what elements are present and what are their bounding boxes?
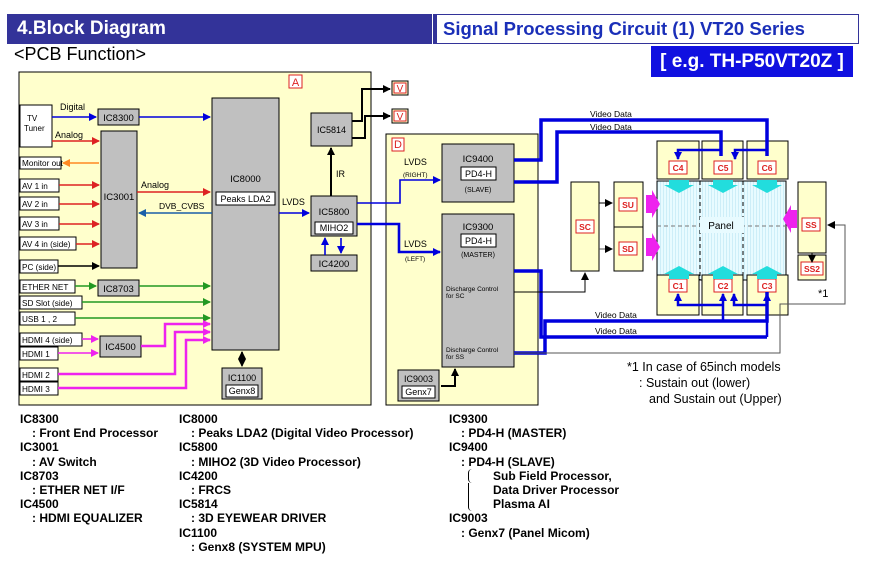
chip-ic5814 [310,112,353,147]
board-a-label: A [292,77,300,89]
svg-text:IC3001: IC3001 [104,192,135,203]
svg-text:Genx8: Genx8 [229,386,256,396]
svg-text:SD: SD [622,244,634,254]
svg-text:IC4200: IC4200 [319,259,350,270]
svg-text:MIHO2: MIHO2 [320,223,349,233]
legend-col-1: IC8300: Front End Processor IC3001: AV S… [20,412,159,526]
board-a-tag [288,74,303,89]
svg-text:Genx7: Genx7 [405,387,432,397]
svg-text:HDMI 1: HDMI 1 [22,350,50,359]
svg-text:AV 2 in: AV 2 in [22,200,48,209]
panel-area: Panel SC SU SD SS SS2 C4 C5 C6 C1 C2 C3 [570,140,827,316]
svg-text:IC9400: IC9400 [463,154,494,165]
svg-text:IC5800: IC5800 [319,207,350,218]
svg-text:(SLAVE): (SLAVE) [465,187,492,194]
svg-text:(LEFT): (LEFT) [405,256,425,263]
svg-text:C1: C1 [673,281,684,291]
svg-text:IC8300: IC8300 [103,113,134,124]
svg-text:IC8000: IC8000 [230,174,261,185]
circuit-title: Signal Processing Circuit (1) VT20 Serie… [433,14,859,44]
svg-text:(MASTER): (MASTER) [461,252,495,259]
svg-text:LVDS: LVDS [404,157,427,167]
svg-text:Peaks LDA2: Peaks LDA2 [220,194,270,204]
svg-text:C2: C2 [718,281,729,291]
tv-tuner-box [19,104,53,148]
svg-text:for SC: for SC [446,293,465,300]
svg-text:IC1100: IC1100 [228,373,256,383]
svg-text:IC5814: IC5814 [317,125,346,135]
svg-text:Video Data: Video Data [590,122,632,132]
svg-text:C4: C4 [673,163,684,173]
svg-text:Discharge Control: Discharge Control [446,347,499,354]
svg-text:AV 3 in: AV 3 in [22,220,48,229]
svg-text:SS: SS [805,220,817,230]
svg-text:SC: SC [579,222,591,232]
svg-text:Video Data: Video Data [595,310,637,320]
svg-text:IC9300: IC9300 [463,222,494,233]
inputs: TV Tuner Monitor out AV 1 in AV 2 in AV … [19,104,83,396]
svg-text:IR: IR [336,169,346,179]
example-model-badge: [ e.g. TH-P50VT20Z ] [651,46,853,77]
svg-text:Analog: Analog [141,180,169,190]
input-monitor-out [19,156,62,170]
svg-text:V: V [397,84,404,95]
svg-text:C3: C3 [762,281,773,291]
svg-text:SS2: SS2 [804,264,820,274]
svg-text:D: D [394,139,402,151]
svg-text:V: V [397,112,404,123]
chip-ic8000 [211,97,280,351]
legend-col-3: IC9300: PD4-H (MASTER) IC9400: PD4-H (SL… [449,412,620,540]
svg-text:SD Slot (side): SD Slot (side) [22,299,73,308]
svg-text:Digital: Digital [60,102,85,112]
panel-label: Panel [708,221,734,232]
svg-text:AV 4 in (side): AV 4 in (side) [22,240,71,249]
svg-text:(RIGHT): (RIGHT) [403,172,428,179]
svg-text:HDMI 2: HDMI 2 [22,371,50,380]
svg-text:Video Data: Video Data [595,326,637,336]
svg-text:Video Data: Video Data [590,109,632,119]
svg-text:C5: C5 [718,163,729,173]
section-label: <PCB Function> [14,44,147,64]
svg-text:Monitor out: Monitor out [22,159,64,168]
svg-text:USB 1 , 2: USB 1 , 2 [22,315,57,324]
svg-text:AV 1 in: AV 1 in [22,182,48,191]
legend-col-2: IC8000: Peaks LDA2 (Digital Video Proces… [179,412,414,554]
svg-text:Tuner: Tuner [24,124,45,133]
page-title: 4.Block Diagram [7,14,432,44]
chip-ic8703 [97,279,140,297]
cyan-drive-arrows [664,180,782,279]
chip-ic3001 [100,130,138,269]
footnote: *1 In case of 65inch models : Sustain ou… [627,360,782,406]
chip-ic4200 [310,254,358,272]
svg-text:for SS: for SS [446,354,465,361]
svg-text:DVB_CVBS: DVB_CVBS [159,201,205,211]
svg-text:IC4500: IC4500 [105,342,136,353]
svg-text:LVDS: LVDS [282,197,305,207]
svg-text:Discharge Control: Discharge Control [446,286,499,293]
svg-text:IC8703: IC8703 [103,284,134,295]
svg-text:HDMI 3: HDMI 3 [22,385,50,394]
svg-text:PC (side): PC (side) [22,263,56,272]
note-mark: *1 [818,288,828,300]
svg-text:TV: TV [27,114,38,123]
svg-text:HDMI 4 (side): HDMI 4 (side) [22,336,73,345]
svg-text:IC9003: IC9003 [404,374,433,384]
svg-text:ETHER NET: ETHER NET [22,283,68,292]
svg-text:PD4-H: PD4-H [465,169,492,179]
svg-text:C6: C6 [762,163,773,173]
svg-text:LVDS: LVDS [404,239,427,249]
svg-text:Analog: Analog [55,130,83,140]
magenta-sustain-arrows [646,190,797,261]
svg-text:SU: SU [622,200,634,210]
svg-text:PD4-H: PD4-H [465,236,492,246]
